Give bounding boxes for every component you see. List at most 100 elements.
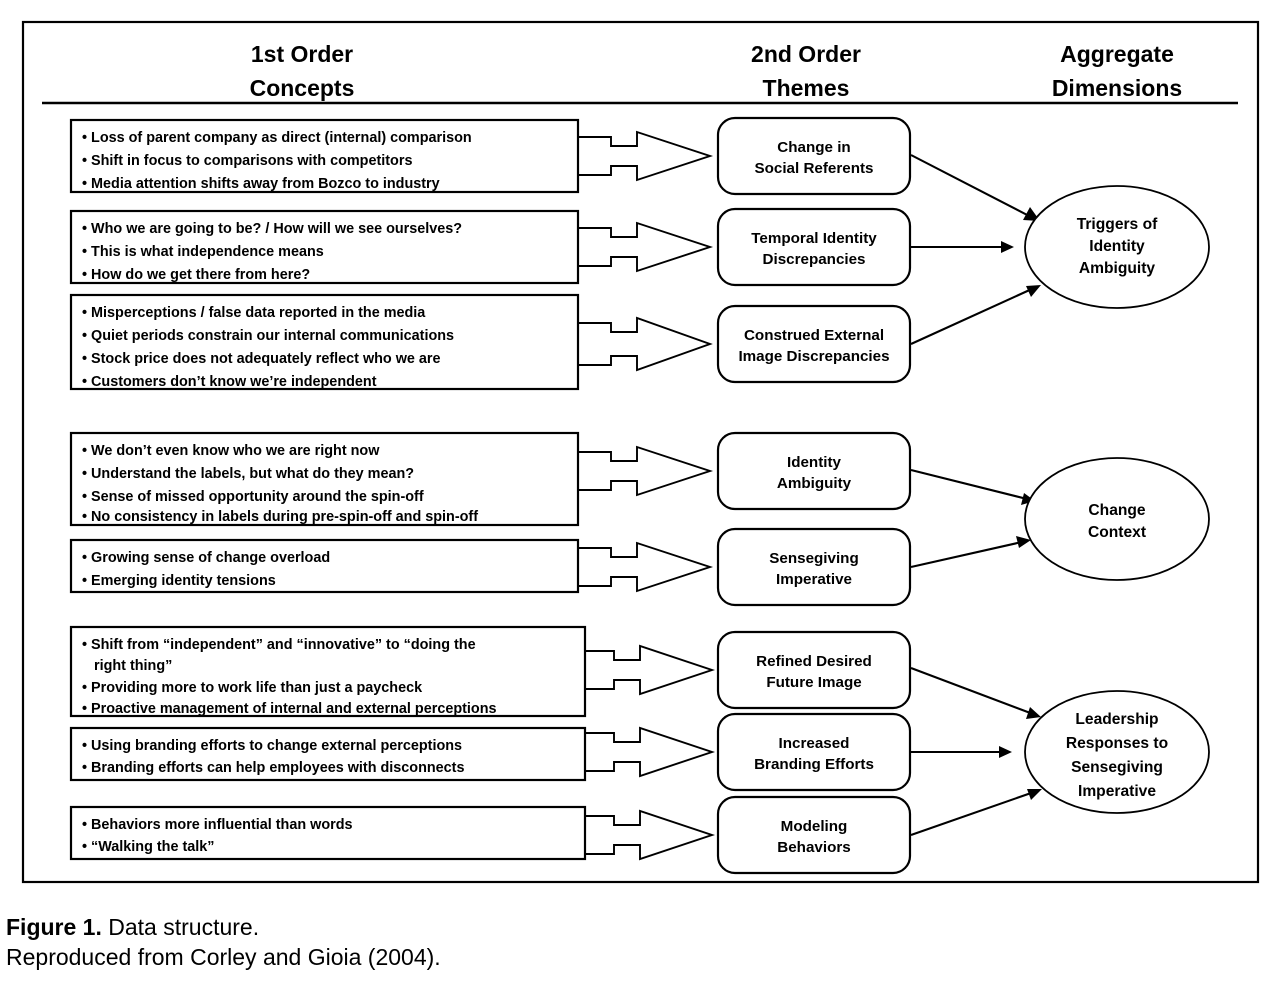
concept-bullet: • How do we get there from here? (82, 267, 310, 283)
svg-text:• This is what independence me: • This is what independence means (82, 244, 324, 260)
theme-label: Branding Efforts (754, 756, 874, 773)
theme-label: Behaviors (777, 839, 850, 856)
connector-group-leadership (584, 644, 716, 861)
aggregate-dimension-leadership-responses: Leadership Responses to Sensegiving Impe… (1024, 690, 1210, 814)
header-first-order-line2: Concepts (250, 75, 355, 101)
concept-bullet: • Providing more to work life than just … (82, 680, 423, 696)
column-header-second-order: 2nd Order Themes (751, 41, 861, 101)
aggregate-dimension-change-context: Change Context (1024, 457, 1210, 581)
dimension-label: Ambiguity (1079, 260, 1156, 277)
concept-bullet: • Understand the labels, but what do the… (82, 466, 414, 482)
concept-bullet: • Growing sense of change overload (82, 550, 330, 566)
svg-text:• Customers don’t know we’re i: • Customers don’t know we’re independent (82, 374, 377, 390)
concept-bullet: • Customers don’t know we’re independent (82, 374, 377, 390)
second-order-theme-box-7: Increased Branding Efforts (716, 712, 912, 792)
aggregate-dimension-triggers: Triggers of Identity Ambiguity (1024, 185, 1210, 309)
first-order-concept-box-4: • We don’t even know who we are right no… (69, 431, 580, 527)
concept-bullet: • Emerging identity tensions (82, 573, 276, 589)
block-arrow-concepts-to-change-in-social-referents (577, 130, 714, 182)
connector-group-triggers (577, 130, 714, 372)
theme-label: Image Discrepancies (738, 348, 889, 365)
svg-text:• No consistency in labels dur: • No consistency in labels during pre-sp… (82, 509, 478, 525)
dimension-label: Imperative (1078, 783, 1156, 800)
first-order-concept-box-6: • Shift from “independent” and “innovati… (69, 625, 587, 718)
block-arrow-concepts-to-sensegiving-imperative (577, 541, 714, 593)
svg-text:• How do we get there from her: • How do we get there from here? (82, 267, 310, 283)
caption-line-2: Reproduced from Corley and Gioia (2004). (6, 944, 441, 971)
dimension-label: Change (1088, 502, 1146, 519)
dimension-label: Context (1088, 524, 1146, 541)
svg-text:• Quiet periods constrain our: • Quiet periods constrain our internal c… (82, 328, 454, 344)
concept-bullet: • No consistency in labels during pre-sp… (82, 509, 478, 525)
svg-text:• Branding efforts can help em: • Branding efforts can help employees wi… (82, 760, 464, 776)
second-order-theme-box-3: Construed External Image Discrepancies (716, 304, 912, 384)
header-aggregate-line1: Aggregate (1060, 41, 1174, 67)
svg-text:• Growing sense of change over: • Growing sense of change overload (82, 550, 330, 566)
theme-label: Refined Desired (756, 653, 872, 670)
block-arrow-concepts-to-identity-ambiguity (577, 445, 714, 497)
concept-bullet: • Sense of missed opportunity around the… (82, 489, 424, 505)
dimension-label: Responses to (1066, 735, 1168, 752)
concept-bullet: • We don’t even know who we are right no… (82, 443, 380, 459)
second-order-theme-box-2: Temporal Identity Discrepancies (716, 207, 912, 287)
connector-themes-to-dimension-leadership (910, 667, 1042, 836)
dimension-label: Sensegiving (1071, 759, 1163, 776)
block-arrow-concepts-to-modeling-behaviors (584, 809, 716, 861)
concept-bullet: • “Walking the talk” (82, 839, 214, 855)
second-order-theme-box-6: Refined Desired Future Image (716, 630, 912, 710)
svg-text:• We don’t even know who we ar: • We don’t even know who we are right no… (82, 443, 380, 459)
svg-text:• Using branding efforts to ch: • Using branding efforts to change exter… (82, 738, 462, 754)
theme-label: Identity (787, 454, 842, 471)
concept-bullet: • Stock price does not adequately reflec… (82, 351, 441, 367)
concept-bullet: • Proactive management of internal and e… (82, 701, 497, 717)
dimension-label: Leadership (1075, 711, 1158, 728)
data-structure-diagram: 1st Order Concepts 2nd Order Themes Aggr… (21, 20, 1260, 884)
header-second-order-line2: Themes (763, 75, 850, 101)
concept-bullet: • Who we are going to be? / How will we … (82, 221, 462, 237)
svg-text:• Shift in focus to comparison: • Shift in focus to comparisons with com… (82, 153, 412, 169)
concept-bullet: • Shift in focus to comparisons with com… (82, 153, 412, 169)
theme-label: Discrepancies (763, 251, 866, 268)
block-arrow-concepts-to-temporal-identity-discrepancies (577, 221, 714, 273)
second-order-theme-box-5: Sensegiving Imperative (716, 527, 912, 607)
block-arrow-concepts-to-construed-external-image (577, 316, 713, 372)
concept-bullet: • Using branding efforts to change exter… (82, 738, 462, 754)
concept-bullet: • Misperceptions / false data reported i… (82, 305, 426, 321)
theme-label: Social Referents (754, 160, 873, 177)
svg-text:• Misperceptions / false data: • Misperceptions / false data reported i… (82, 305, 426, 321)
column-header-first-order: 1st Order Concepts (250, 41, 355, 101)
first-order-concept-box-3: • Misperceptions / false data reported i… (69, 293, 580, 391)
svg-text:• Understand the labels, but w: • Understand the labels, but what do the… (82, 466, 414, 482)
concept-bullet: • Loss of parent company as direct (inte… (82, 130, 472, 146)
theme-label: Increased (779, 735, 850, 752)
caption-label: Figure 1. (6, 914, 102, 940)
header-first-order-line1: 1st Order (251, 41, 353, 67)
concept-bullet: • Shift from “independent” and “innovati… (82, 637, 476, 653)
theme-label: Change in (777, 139, 850, 156)
first-order-concept-box-1: • Loss of parent company as direct (inte… (69, 118, 580, 194)
svg-text:• Proactive management of inte: • Proactive management of internal and e… (82, 701, 497, 717)
second-order-theme-box-4: Identity Ambiguity (716, 431, 912, 511)
figure-caption: Figure 1. Data structure. Reproduced fro… (6, 912, 806, 973)
concept-bullet: • Quiet periods constrain our internal c… (82, 328, 454, 344)
svg-text:• Behaviors more influential t: • Behaviors more influential than words (82, 817, 353, 833)
first-order-concept-box-2: • Who we are going to be? / How will we … (69, 209, 580, 285)
svg-text:• Loss of parent company as di: • Loss of parent company as direct (inte… (82, 130, 472, 146)
svg-text:• Sense of missed opportunity: • Sense of missed opportunity around the… (82, 489, 424, 505)
svg-text:• Shift from “independent” and: • Shift from “independent” and “innovati… (82, 637, 476, 674)
theme-label: Modeling (781, 818, 848, 835)
svg-text:• “Walking the talk”: • “Walking the talk” (82, 839, 214, 855)
header-aggregate-line2: Dimensions (1052, 75, 1182, 101)
block-arrow-concepts-to-increased-branding-efforts (584, 726, 716, 778)
concept-bullet: • Media attention shifts away from Bozco… (82, 176, 440, 192)
header-second-order-line1: 2nd Order (751, 41, 861, 67)
block-arrow-concepts-to-refined-desired-future-image (584, 644, 716, 696)
caption-line-1: Figure 1. Data structure. (6, 912, 806, 942)
column-header-aggregate: Aggregate Dimensions (1052, 41, 1182, 101)
svg-text:• Stock price does not adequat: • Stock price does not adequately reflec… (82, 351, 441, 367)
dimension-label: Triggers of (1077, 216, 1158, 233)
svg-text:• Emerging identity tensions: • Emerging identity tensions (82, 573, 276, 589)
theme-label: Sensegiving (769, 550, 858, 567)
theme-label: Ambiguity (777, 475, 852, 492)
